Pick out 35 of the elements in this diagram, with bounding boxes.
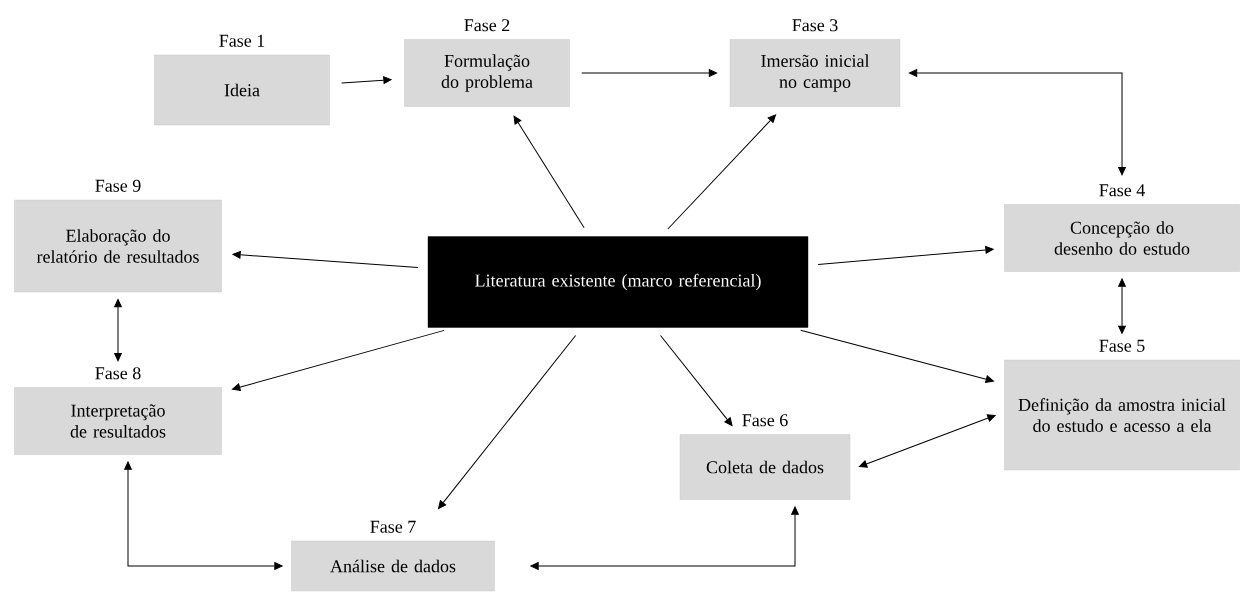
arrow — [800, 329, 994, 383]
phase-heading: Fase 9 — [95, 179, 141, 192]
phase-heading: Fase 2 — [464, 19, 510, 32]
arrow — [341, 76, 392, 84]
phase-box: Concepção do desenho do estudo — [1004, 204, 1240, 272]
arrow — [660, 335, 733, 426]
arrow — [858, 414, 996, 468]
phase-heading: Fase 8 — [95, 367, 141, 380]
phase-box: Elaboração do relatório de resultados — [14, 199, 222, 293]
arrow — [817, 246, 994, 266]
central-box: Literatura existente (marco referencial) — [427, 236, 809, 328]
phase-box: Formulação do problema — [404, 39, 570, 107]
phase-box: Definição da amostra inicial do estudo e acesso a ela — [1004, 359, 1240, 471]
phase-box: Interpretação de resultados — [14, 387, 222, 455]
arrow — [530, 506, 799, 570]
arrow — [581, 69, 718, 77]
arrow — [438, 335, 577, 509]
phase-box: Análise de dados — [291, 540, 495, 592]
phase-box: Coleta de dados — [679, 434, 851, 500]
arrow — [114, 298, 122, 362]
phase-heading: Fase 6 — [742, 414, 788, 427]
arrow — [1118, 278, 1126, 334]
phase-heading: Fase 7 — [370, 520, 416, 533]
arrow — [232, 329, 445, 391]
phase-heading: Fase 4 — [1099, 184, 1145, 197]
arrow — [232, 250, 419, 269]
phase-box: Imersão inicial no campo — [729, 39, 901, 107]
phase-heading: Fase 5 — [1099, 339, 1145, 352]
phase-box: Ideia — [154, 54, 330, 126]
arrow — [667, 114, 777, 230]
phase-heading: Fase 3 — [792, 19, 838, 32]
arrow — [908, 69, 1126, 176]
arrow — [124, 461, 283, 570]
arrow — [513, 115, 585, 229]
phase-heading: Fase 1 — [219, 34, 265, 47]
